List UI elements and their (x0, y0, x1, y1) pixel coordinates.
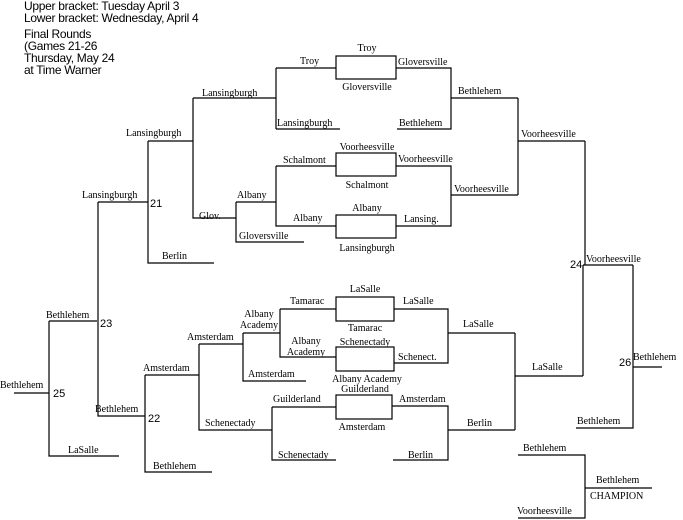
team-label: Albany (291, 336, 320, 347)
games-range: (Games 21-26 (24, 39, 98, 53)
bracket-line (396, 67, 518, 130)
team-label: LaSalle (463, 319, 494, 330)
team-label: Berlin (408, 450, 433, 461)
game-number: 25 (53, 388, 65, 400)
bracket-line (147, 140, 214, 264)
team-label: Academy (287, 347, 325, 358)
game-number: 26 (619, 357, 631, 369)
team-label: Schenectady (340, 337, 391, 348)
team-label: Bethlehem (633, 352, 677, 363)
team-label: Berlin (162, 251, 187, 262)
bracket-line (97, 201, 148, 417)
team-label: Amsterdam (143, 363, 190, 374)
team-label: Bethlehem (577, 416, 621, 427)
bracket-line (242, 332, 306, 382)
matchup-box (335, 214, 397, 239)
game-number: 24 (570, 259, 582, 271)
team-label: Academy (240, 320, 278, 331)
team-label: Bethlehem (399, 118, 443, 129)
team-label: LaSalle (532, 362, 563, 373)
bracket-line (192, 97, 276, 219)
champion-label: CHAMPION (590, 491, 643, 502)
bracket-line (279, 308, 336, 358)
bracket-line (236, 165, 336, 227)
team-label: Albany (293, 213, 322, 224)
team-label: Voorheesville (517, 506, 572, 517)
team-label: LaSalle (403, 296, 434, 307)
bracket-line (392, 405, 515, 461)
team-label: Voorheesville (454, 184, 509, 195)
bracket-line (394, 308, 515, 364)
team-label: Troy (300, 56, 319, 67)
game-number: 21 (150, 198, 162, 210)
matchup-box (335, 55, 397, 80)
champion-team: Bethlehem (596, 475, 640, 486)
team-label: Lansingburgh (339, 243, 394, 254)
bracket-line (14, 320, 119, 457)
matchup-box (335, 152, 397, 177)
team-label: Glov. (199, 211, 221, 222)
team-label: LaSalle (68, 445, 99, 456)
matchup-box (335, 296, 395, 322)
team-label: Amsterdam (248, 369, 295, 380)
bracket-line (271, 406, 336, 461)
team-label: Lansing. (404, 214, 439, 225)
lower-bracket-date: Lower bracket: Wednesday, April 4 (24, 11, 199, 25)
bracket-line (517, 98, 585, 195)
bracket-line (144, 374, 212, 473)
team-label: Gloversville (342, 82, 392, 93)
team-label: Albany (352, 203, 381, 214)
team-label: Troy (357, 43, 376, 54)
team-label: Gloversville (398, 57, 448, 68)
team-label: Albany Academy (332, 374, 402, 385)
team-label: Lansingburgh (126, 128, 181, 139)
team-label: Tamarac (348, 323, 383, 334)
team-label: Tamarac (290, 296, 325, 307)
bracket-line (235, 202, 304, 243)
team-label: Albany (244, 309, 273, 320)
team-label: Bethlehem (523, 443, 567, 454)
team-label: Lansingburgh (277, 118, 332, 129)
team-label: Voorheesville (398, 154, 453, 165)
team-label: Berlin (467, 418, 492, 429)
venue: at Time Warner (24, 63, 102, 77)
bracket-line (198, 343, 272, 431)
team-label: Guilderland (273, 394, 321, 405)
team-label: Amsterdam (187, 332, 234, 343)
team-label: Bethlehem (95, 404, 139, 415)
team-label: Lansingburgh (202, 88, 257, 99)
team-label: Voorheesville (586, 254, 641, 265)
team-label: Voorheesville (521, 129, 576, 140)
bracket-line (396, 165, 518, 227)
team-label: Bethlehem (0, 380, 44, 391)
team-label: Bethlehem (153, 461, 197, 472)
team-label: Amsterdam (339, 422, 386, 433)
matchup-box (335, 394, 393, 420)
team-label: Amsterdam (399, 394, 446, 405)
team-label: Bethlehem (458, 86, 502, 97)
matchup-box (335, 346, 395, 372)
team-label: Voorheesville (340, 142, 395, 153)
team-label: Gloversville (239, 231, 289, 242)
final-date: Thursday, May 24 (24, 51, 115, 65)
bracket-line (518, 454, 652, 519)
team-label: Schalmont (346, 180, 389, 191)
team-label: Albany (237, 190, 266, 201)
team-label: Schalmont (283, 155, 326, 166)
game-number: 22 (148, 413, 160, 425)
bracket-line (514, 333, 583, 430)
team-label: Schenect. (398, 352, 437, 363)
upper-bracket-date: Upper bracket: Tuesday April 3 (24, 0, 180, 13)
team-label: Lansingburgh (82, 190, 137, 201)
team-label: Guilderland (341, 384, 389, 395)
team-label: Schenectady (278, 450, 329, 461)
team-label: Schenectady (205, 418, 256, 429)
bracket-line (576, 141, 662, 429)
team-label: Bethlehem (46, 310, 90, 321)
final-rounds-title: Final Rounds (24, 27, 92, 41)
game-number: 23 (100, 318, 112, 330)
team-label: LaSalle (350, 284, 381, 295)
